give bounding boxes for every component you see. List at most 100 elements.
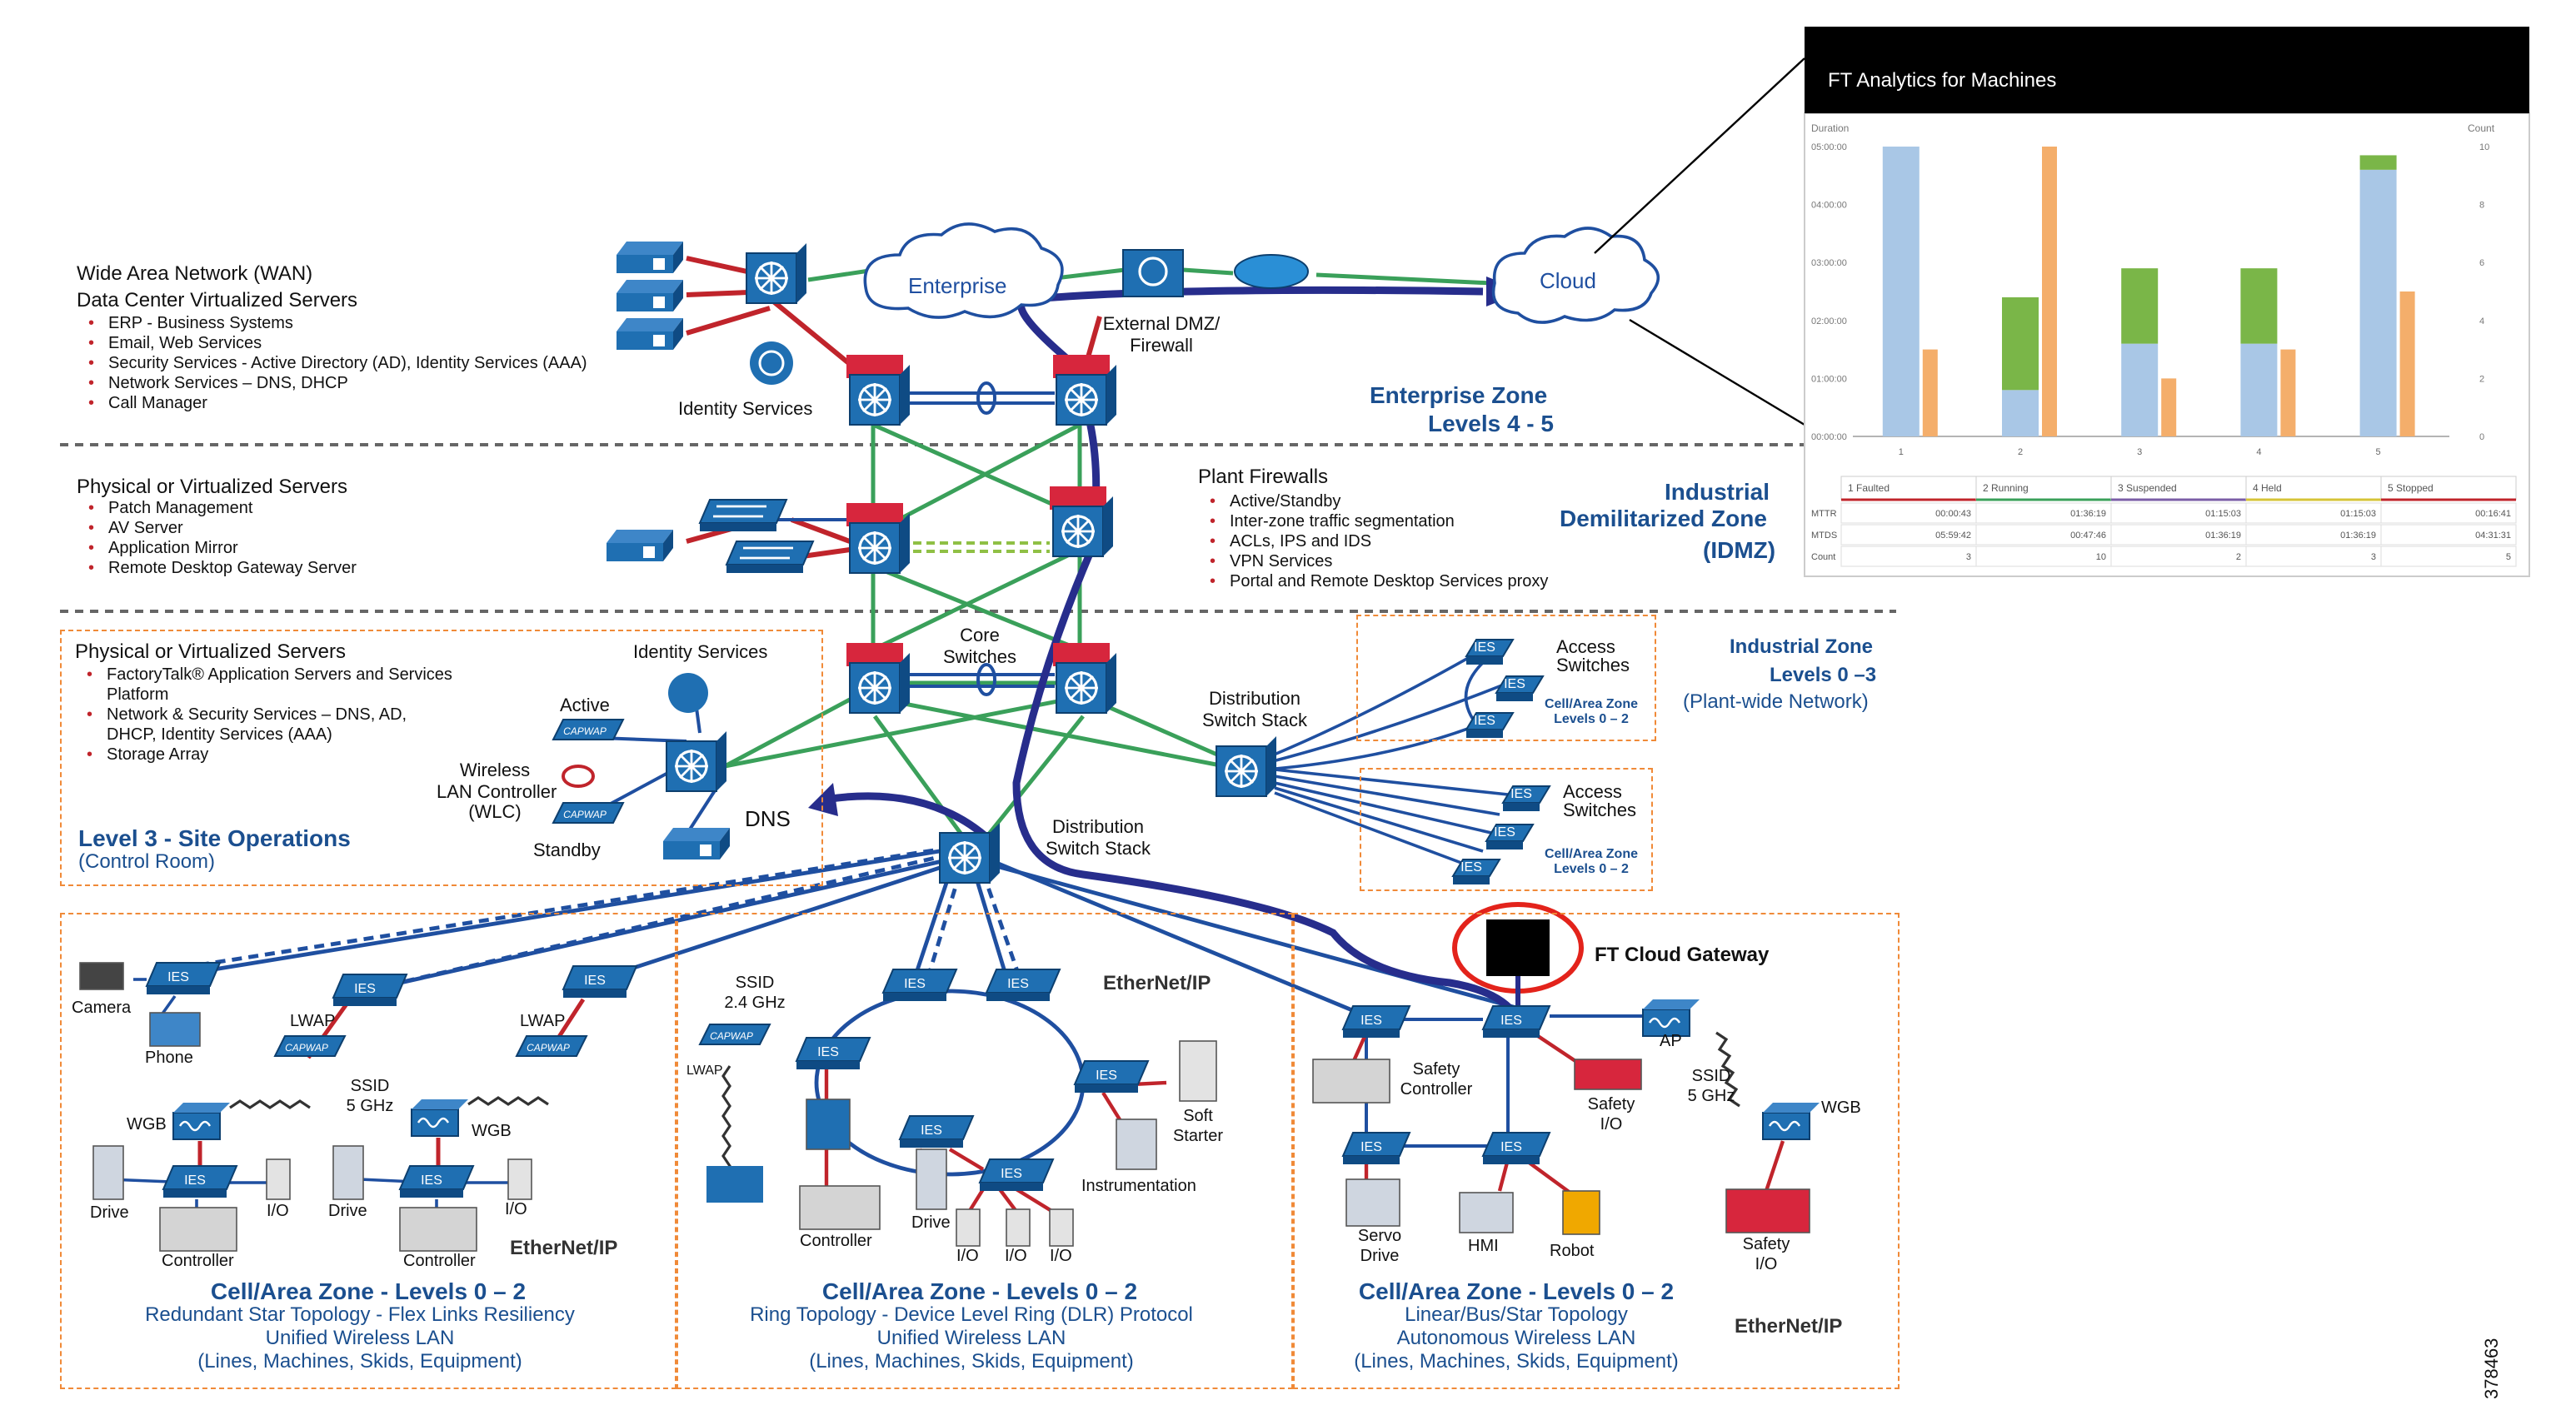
level3-subtitle: (Control Room) [78, 849, 216, 873]
access-switch-c: IES [1465, 712, 1515, 738]
wlc-label: Wireless LAN Controller (WLC) [437, 761, 557, 824]
level3-title: Level 3 - Site Operations [78, 825, 351, 851]
list-item: Storage Array [75, 746, 457, 766]
table-cell-value: 01:36:19 [2340, 531, 2376, 541]
table-cell [2110, 546, 2247, 567]
list-item: Portal and Remote Desktop Services proxy [1198, 573, 1548, 593]
cell1-ies-1: IES [145, 962, 222, 994]
access-switch-a: IES [1465, 639, 1515, 665]
table-header: 3 Suspended [2118, 482, 2177, 494]
table-header: 5 Stopped [2388, 482, 2434, 494]
wlc-link [562, 765, 595, 788]
bar-count-orange [2042, 147, 2057, 436]
bar-duration-blue [2002, 390, 2039, 436]
table-header: 2 Running [1983, 482, 2029, 494]
ies-label: IES [421, 1173, 442, 1188]
safety-io-label-2: Safety I/O [1742, 1236, 1790, 1273]
left-tick: 04:00:00 [1811, 201, 1847, 211]
cell2-ies-4: IES [1073, 1060, 1150, 1093]
cell2-ies-1: IES [881, 969, 958, 1001]
cell2-lwap: CAPWAP [698, 1024, 771, 1045]
controller-label-2: Controller [403, 1253, 476, 1271]
left-axis-title: Duration [1811, 122, 1849, 134]
list-item: Network Services – DNS, DHCP [77, 375, 587, 395]
list-item: Active/Standby [1198, 493, 1548, 513]
core-switches-label: Core Switches [942, 626, 1017, 668]
cell1-ies-3: IES [562, 965, 638, 998]
list-item: Network & Security Services – DNS, AD, D… [75, 706, 457, 746]
datacenter-title: Data Center Virtualized Servers [77, 288, 358, 311]
dns-server [663, 828, 730, 859]
cell1-line2: Unified Wireless LAN [265, 1326, 455, 1349]
enterprise-core-switch [746, 243, 806, 304]
cell3-ies-4: IES [1481, 1132, 1551, 1164]
idmz-servers-title: Physical or Virtualized Servers [77, 475, 348, 498]
enterprise-zone-title: Enterprise Zone [1370, 381, 1548, 408]
table-cell [2380, 546, 2517, 567]
left-tick: 01:00:00 [1811, 374, 1847, 384]
phone-icon [149, 1012, 201, 1047]
table-header: 1 Faulted [1848, 482, 1890, 494]
wan-server-3 [617, 318, 683, 350]
right-tick: 4 [2479, 316, 2484, 326]
idmz-switch-1 [698, 499, 788, 531]
firewall-symbol-icon [1138, 257, 1168, 286]
level3-zone-border [60, 630, 823, 886]
distribution-switch-stack-2 [939, 823, 1000, 884]
access-switch-e: IES [1485, 824, 1535, 849]
enterprise-router-right [1053, 355, 1116, 426]
cell3-line3: (Lines, Machines, Skids, Equipment) [1354, 1349, 1679, 1373]
wgb-label-1: WGB [127, 1116, 167, 1134]
controller-icon-2 [399, 1207, 477, 1252]
right-tick: 0 [2479, 432, 2484, 442]
table-cell-value: 00:00:43 [1935, 509, 1971, 519]
list-item: ACLs, IPS and IDS [1198, 533, 1548, 553]
category-label: 4 [2256, 447, 2261, 457]
ies-label: IES [1500, 1140, 1522, 1154]
table-cell [2245, 502, 2382, 524]
site-servers-title: Physical or Virtualized Servers [75, 640, 347, 663]
io-label-1: I/O [267, 1203, 289, 1221]
ies-label: IES [1001, 1167, 1022, 1181]
table-cell-value: 01:15:03 [2205, 509, 2241, 519]
idmz-zone-line1: Industrial [1665, 478, 1770, 505]
controller-icon-1 [159, 1207, 237, 1252]
cell2-ies-6: IES [978, 1158, 1055, 1191]
ethernet-ip-logo-1: EtherNet/IP [510, 1236, 618, 1259]
cell1-ies-2: IES [332, 974, 408, 1006]
enterprise-router-left [846, 355, 910, 426]
cell3-line2: Autonomous Wireless LAN [1396, 1326, 1636, 1349]
core-switch-left [846, 643, 910, 714]
table-cell [1975, 502, 2112, 524]
access-switch-f: IES [1451, 859, 1501, 884]
list-item: Inter-zone traffic segmentation [1198, 513, 1548, 533]
cell-zone-small-label-2: Cell/Area Zone Levels 0 – 2 [1544, 846, 1638, 877]
drive-icon-3 [916, 1148, 947, 1210]
wlc-active: CAPWAP [552, 719, 625, 740]
left-tick: 02:00:00 [1811, 316, 1847, 326]
io-icon-4 [1006, 1208, 1031, 1247]
table-header: 4 Held [2253, 482, 2282, 494]
bar-count-orange [2280, 349, 2296, 436]
right-tick: 2 [2479, 374, 2484, 384]
external-dmz-label: External DMZ/ Firewall [1102, 315, 1221, 356]
idmz-server [607, 530, 673, 561]
dns-label: DNS [745, 806, 791, 831]
instrumentation-icon [1116, 1119, 1157, 1170]
distribution-switch-stack-1 [1216, 736, 1276, 797]
left-tick: 05:00:00 [1811, 142, 1847, 152]
ies-label: IES [584, 974, 606, 988]
ies-label: IES [921, 1124, 942, 1138]
table-cell [1975, 546, 2112, 567]
table-cell [2245, 524, 2382, 546]
table-cell [1975, 524, 2112, 546]
drive-label-3: Drive [911, 1214, 951, 1233]
plant-firewalls-title: Plant Firewalls [1198, 465, 1329, 488]
cell1-title: Cell/Area Zone - Levels 0 – 2 [210, 1278, 527, 1304]
cell-zone-3-border [1293, 913, 1900, 1389]
table-header-cell [2110, 476, 2247, 501]
ssid-24ghz-label: SSID 2.4 GHz [724, 974, 786, 1012]
camera-icon [79, 962, 124, 990]
industrial-zone-sub: (Plant-wide Network) [1683, 690, 1869, 713]
io-icon-3 [956, 1208, 981, 1247]
